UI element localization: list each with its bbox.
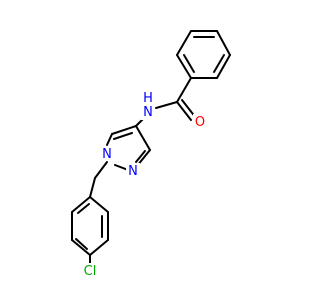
svg-text:N: N <box>143 105 153 120</box>
svg-text:O: O <box>195 115 205 130</box>
atom-label-chlorine: Cl <box>82 263 100 279</box>
atom-label-amide-nitrogen: H N <box>141 91 155 120</box>
methylene-linker <box>89 161 108 198</box>
svg-text:N: N <box>102 147 112 162</box>
chlorophenyl-ring <box>71 196 109 264</box>
svg-text:Cl: Cl <box>84 264 97 279</box>
svg-text:N: N <box>128 164 138 179</box>
benzoyl-ring <box>176 30 231 79</box>
structure-canvas: O H N N N Cl <box>71 30 231 279</box>
svg-text:H: H <box>143 91 153 106</box>
atom-label-pyrazole-n2: N <box>126 163 140 179</box>
atom-label-pyrazole-n1: N <box>100 146 114 162</box>
atom-label-oxygen: O <box>193 114 207 130</box>
